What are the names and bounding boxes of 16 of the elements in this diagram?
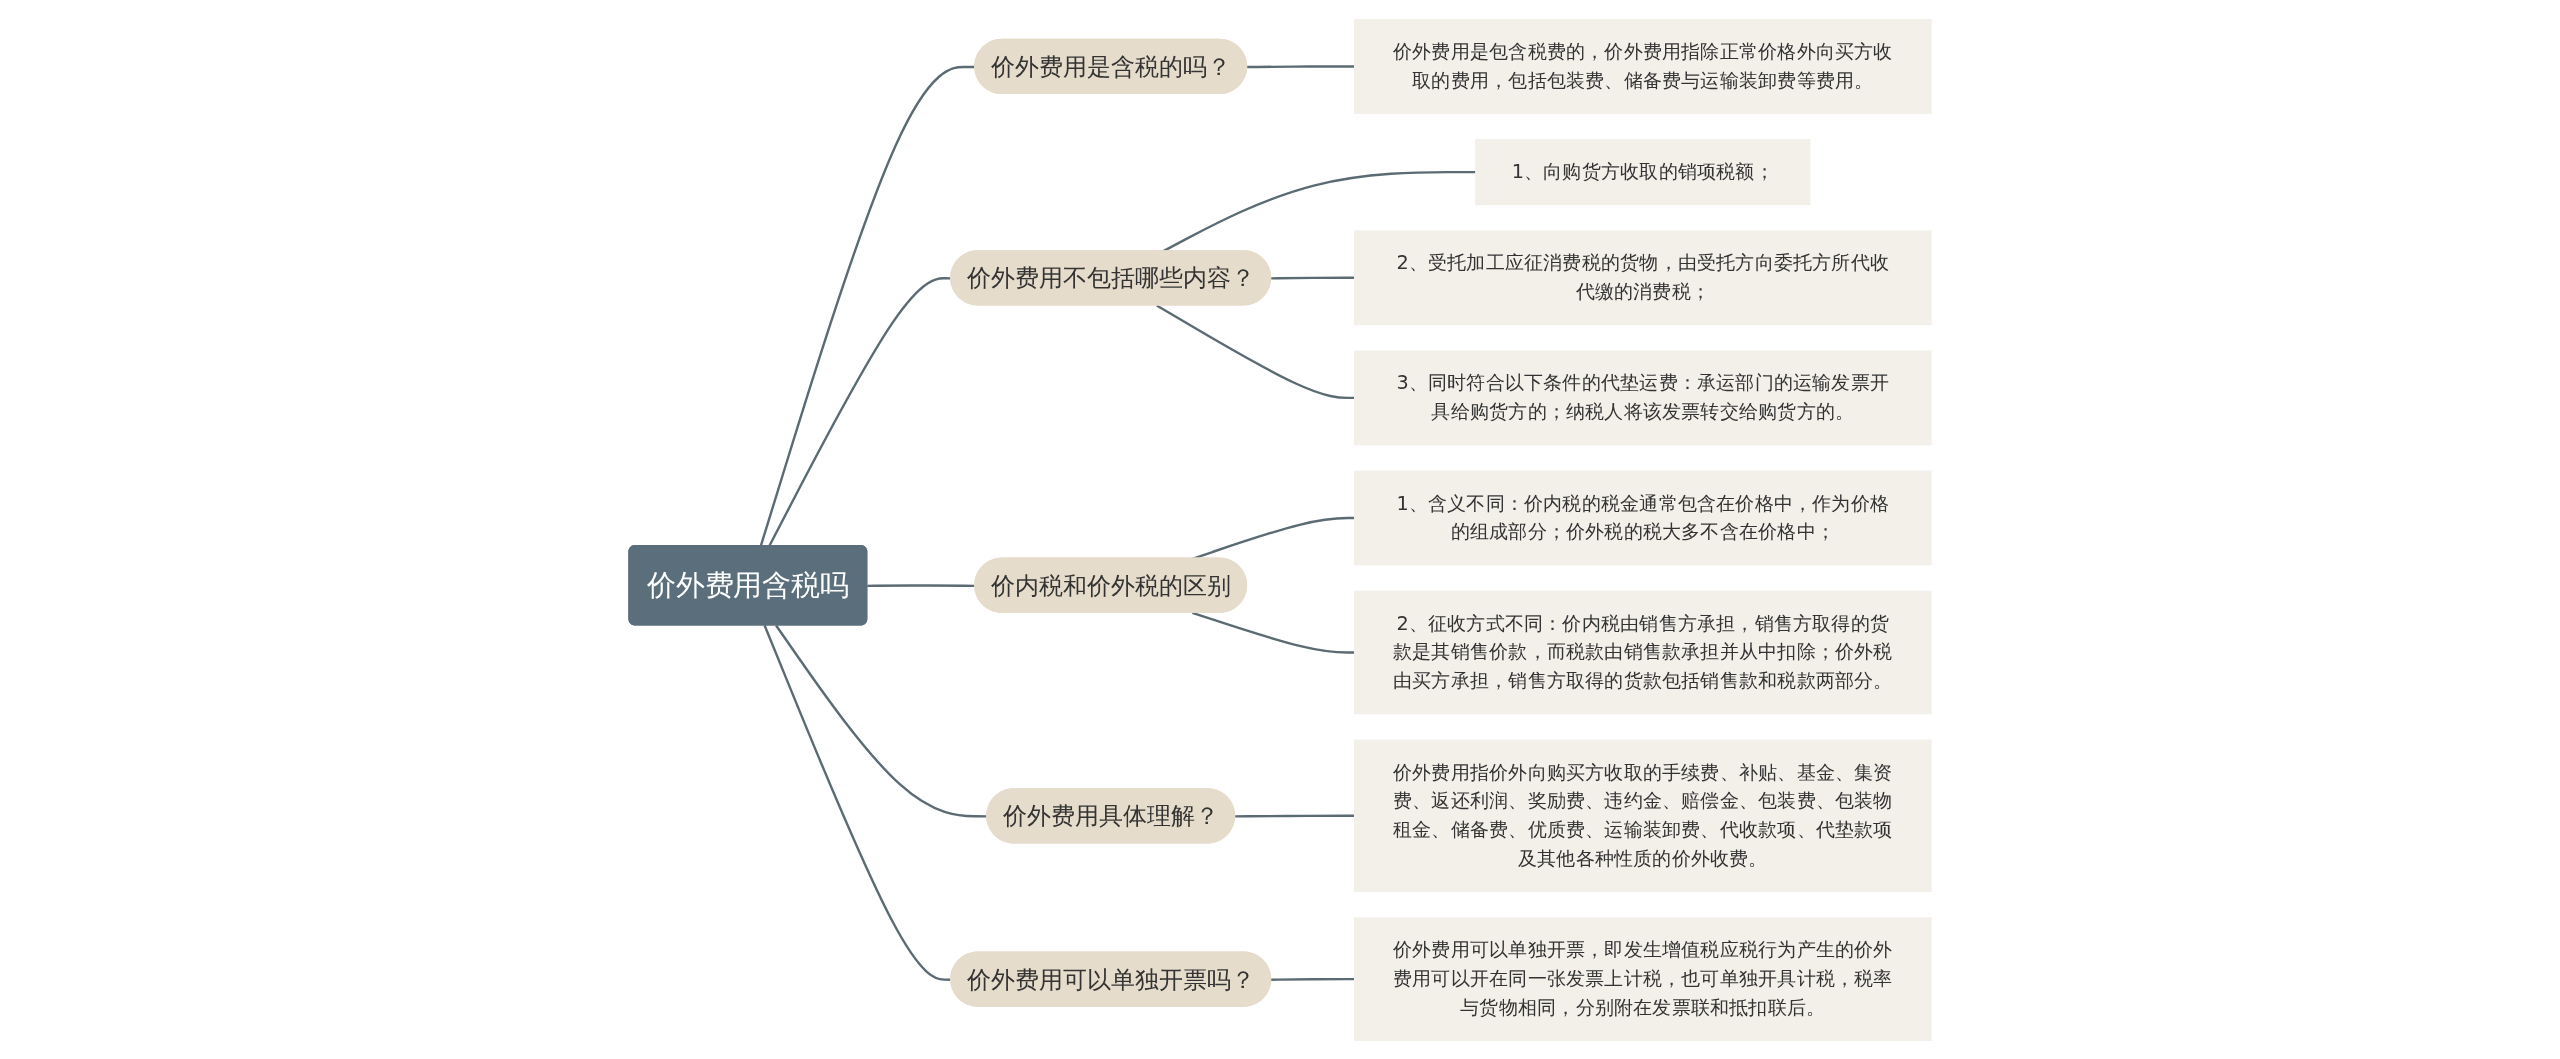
- node-box: 1、向购货方收取的销项税额；: [1475, 138, 1811, 205]
- node-box: 1、含义不同：价内税的税金通常包含在价格中，作为价格的组成部分；价外税的税大多不含在价格中；: [1354, 470, 1932, 565]
- connector: [1247, 64, 1355, 68]
- node-box: 价外费用指价外向购买方收取的手续费、补贴、基金、集资费、返还利润、奖励费、违约金、赔偿金、包装费、包装物租金、储备费、优质费、运输装卸费、代收款项、代垫款项及其他各种性质的价外收费。: [1354, 739, 1932, 892]
- node-box: 2、受托加工应征消费税的货物，由受托方向委托方所代收代缴的消费税；: [1354, 229, 1932, 325]
- node-box: 2、征收方式不同：价内税由销售方承担，销售方取得的货款是其销售价款，而税款由销售款承担并从中扣除；价外税由买方承担，销售方取得的货款包括销售款和税款两部分。: [1354, 590, 1932, 714]
- node-box: 3、同时符合以下条件的代垫运费：承运部门的运输发票开具给购货方的；纳税人将该发票转交给购货方的。: [1354, 349, 1932, 445]
- connector: [1156, 303, 1355, 399]
- connector: [1235, 814, 1355, 818]
- node-box: 价外费用是包含税费的，价外费用指除正常价格外向买方收取的费用，包括包装费、储备费与运输装卸费等费用。: [1354, 18, 1932, 114]
- connector: [1162, 170, 1476, 252]
- connector: [1192, 611, 1355, 654]
- connector: [1271, 977, 1355, 981]
- node-box: 价外费用可以单独开票，即发生增值税应税行为产生的价外费用可以开在同一张发票上计税，也可单独开具计税，税率与货物相同，分别附在发票联和抵扣联后。: [1354, 916, 1932, 1041]
- connector: [1271, 276, 1355, 280]
- connector: [775, 624, 988, 818]
